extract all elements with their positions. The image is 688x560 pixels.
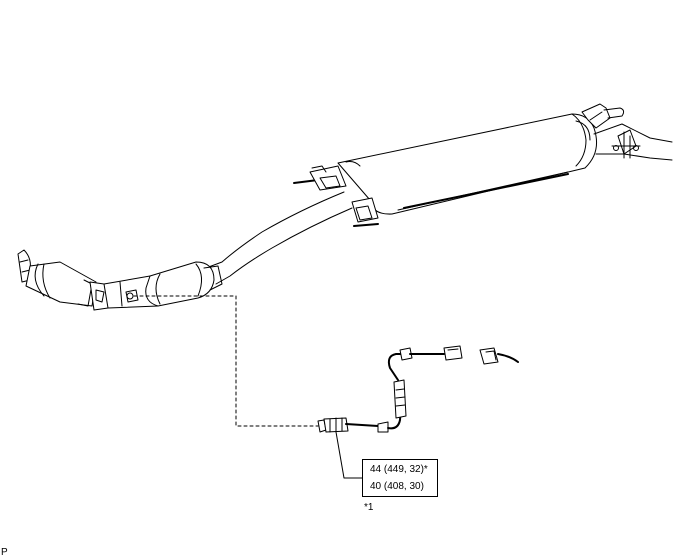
harness-connector	[479, 347, 519, 365]
corner-label: P	[1, 547, 8, 558]
front-pipe	[103, 275, 159, 309]
footnote-marker: *1	[364, 502, 374, 513]
manifold-converter	[17, 249, 109, 311]
hanger-brackets	[293, 165, 379, 227]
main-muffler	[337, 113, 597, 215]
torque-spec-line-1: 44 (449, 32)*	[370, 464, 428, 475]
tail-pipe	[581, 103, 673, 161]
sensor-leader-line	[133, 295, 319, 427]
sub-catalytic-converter	[145, 261, 223, 307]
center-pipe	[205, 191, 353, 285]
torque-spec-box: 44 (449, 32)* 40 (408, 30)	[362, 459, 438, 497]
torque-pointer	[335, 431, 363, 479]
oxygen-sensor	[317, 345, 463, 433]
torque-spec-line-2: 40 (408, 30)	[370, 481, 424, 492]
